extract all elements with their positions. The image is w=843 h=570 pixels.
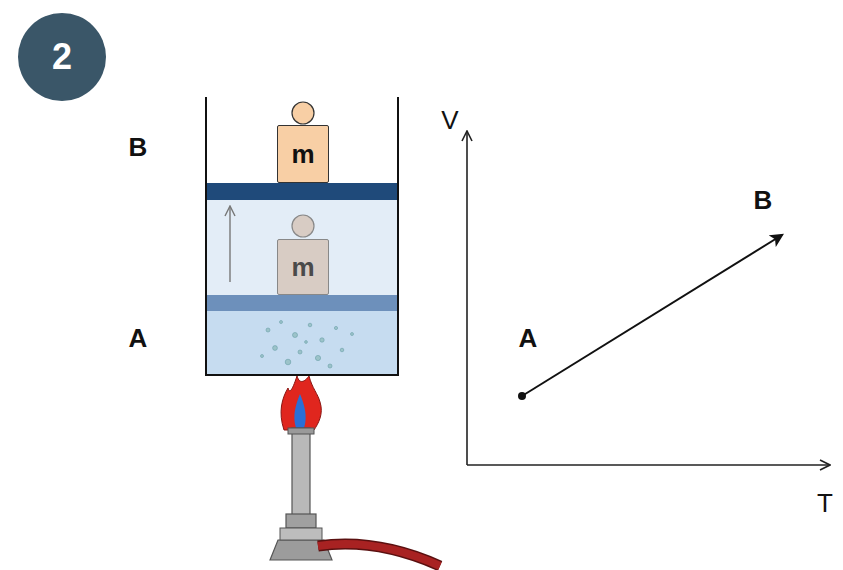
process-line: [522, 235, 782, 396]
mass-block: m: [277, 239, 329, 295]
step-badge: 2: [18, 13, 106, 101]
state-label: B: [129, 134, 148, 160]
flame: [281, 376, 321, 430]
burner-rim: [288, 428, 314, 434]
cylinder-wall: [206, 97, 398, 375]
gas-hose: [318, 544, 440, 566]
state-label: A: [129, 325, 148, 351]
point-label: A: [519, 325, 538, 351]
axis-label: T: [817, 490, 833, 516]
expanded-gas: [206, 200, 398, 295]
gas-hose: [318, 544, 440, 566]
t-axis: [467, 464, 830, 466]
v-axis: [466, 131, 468, 465]
burner-tube: [292, 428, 310, 516]
mass-label: m: [291, 141, 314, 167]
step-number: 2: [52, 39, 72, 75]
bubbles: [261, 321, 354, 369]
axis-label: V: [441, 107, 458, 133]
burner-collar: [280, 528, 322, 540]
state-point: [518, 392, 526, 400]
flame-core: [294, 394, 305, 428]
gas: [206, 311, 398, 375]
weight-knob: [292, 215, 314, 237]
mass-block: m: [277, 125, 329, 183]
initial-piston: [206, 295, 398, 311]
point-label: B: [754, 187, 773, 213]
weight-knob: [292, 102, 314, 124]
gas-valve: [286, 514, 316, 528]
mass-label: m: [291, 254, 314, 280]
piston: [206, 183, 398, 200]
motion-arrow: [229, 207, 230, 282]
